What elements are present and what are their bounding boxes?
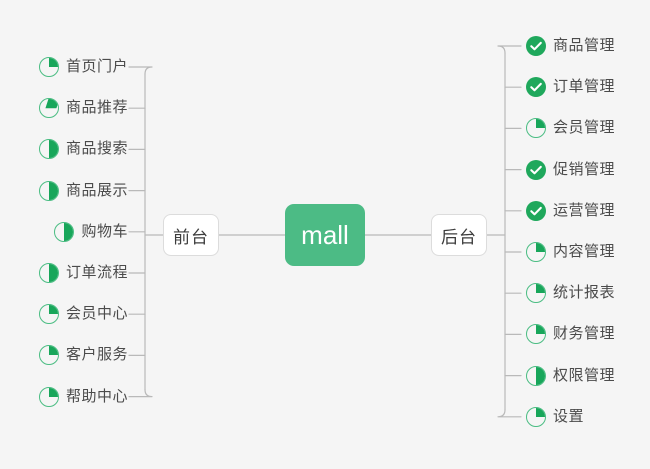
pie-25-icon: [38, 57, 59, 77]
leaf-item-label: 运营管理: [553, 201, 616, 219]
leaf-item-label: 订单管理: [553, 78, 616, 96]
leaf-item-backend-3[interactable]: 促销管理: [526, 157, 615, 183]
leaf-item-label: 会员中心: [65, 305, 128, 323]
leaf-item-label: 会员管理: [553, 119, 616, 137]
leaf-item-label: 商品搜索: [65, 140, 128, 158]
leaf-item-backend-8[interactable]: 权限管理: [526, 363, 615, 389]
leaf-item-label: 促销管理: [553, 160, 616, 178]
leaf-item-frontend-3[interactable]: 商品展示: [38, 178, 128, 204]
leaf-item-frontend-8[interactable]: 帮助中心: [38, 384, 128, 410]
pie-25-icon: [526, 118, 546, 139]
leaf-item-label: 商品管理: [553, 37, 616, 54]
leaf-item-backend-5[interactable]: 内容管理: [526, 239, 615, 265]
leaf-item-frontend-4[interactable]: 购物车: [54, 219, 128, 245]
leaf-item-frontend-2[interactable]: 商品搜索: [38, 136, 128, 162]
leaf-item-label: 统计报表: [553, 284, 616, 302]
check-circle-icon: [526, 159, 546, 180]
leaf-item-frontend-7[interactable]: 客户服务: [38, 342, 128, 368]
leaf-item-label: 商品推荐: [65, 99, 128, 117]
leaf-item-frontend-1[interactable]: 商品推荐: [38, 95, 128, 121]
leaf-item-backend-6[interactable]: 统计报表: [526, 280, 615, 306]
leaf-item-backend-0[interactable]: 商品管理: [526, 33, 615, 59]
leaf-item-backend-1[interactable]: 订单管理: [526, 74, 615, 100]
pie-25-icon: [526, 406, 546, 427]
root-node-mall[interactable]: mall: [285, 204, 365, 266]
leaf-item-backend-2[interactable]: 会员管理: [526, 115, 615, 141]
branch-node-frontend[interactable]: 前台: [163, 214, 219, 256]
leaf-item-label: 订单流程: [65, 264, 128, 281]
pie-50-icon: [38, 263, 59, 283]
leaf-item-backend-7[interactable]: 财务管理: [526, 321, 615, 347]
branch-node-backend-label: 后台: [441, 227, 477, 247]
leaf-item-label: 购物车: [81, 222, 128, 240]
pie-25-icon: [526, 242, 546, 262]
leaf-item-frontend-6[interactable]: 会员中心: [38, 301, 128, 327]
root-node-label: mall: [301, 219, 349, 250]
pie-50-icon: [38, 139, 59, 160]
branch-node-backend[interactable]: 后台: [431, 214, 487, 256]
pie-50-icon: [54, 221, 75, 242]
pie-25-icon: [526, 283, 546, 304]
check-circle-icon: [526, 200, 546, 221]
pie-50-icon: [526, 365, 546, 386]
branch-node-frontend-label: 前台: [173, 227, 209, 247]
pie-40-icon: [38, 98, 59, 119]
leaf-item-label: 内容管理: [553, 243, 616, 260]
leaf-item-label: 权限管理: [553, 366, 616, 384]
leaf-item-frontend-5[interactable]: 订单流程: [38, 260, 128, 286]
leaf-item-label: 商品展示: [65, 181, 128, 199]
pie-25-icon: [526, 324, 546, 345]
leaf-item-label: 客户服务: [65, 346, 128, 364]
pie-25-icon: [38, 304, 59, 325]
pie-25-icon: [38, 386, 59, 407]
leaf-item-label: 首页门户: [65, 58, 128, 75]
leaf-item-frontend-0[interactable]: 首页门户: [38, 54, 128, 80]
leaf-item-label: 财务管理: [553, 325, 616, 343]
leaf-item-label: 设置: [553, 407, 585, 425]
pie-25-icon: [38, 345, 59, 366]
leaf-item-backend-9[interactable]: 设置: [526, 404, 584, 430]
pie-50-icon: [38, 180, 59, 201]
leaf-item-backend-4[interactable]: 运营管理: [526, 198, 615, 224]
check-circle-icon: [526, 77, 546, 98]
check-circle-icon: [526, 36, 546, 56]
leaf-item-label: 帮助中心: [65, 387, 128, 405]
